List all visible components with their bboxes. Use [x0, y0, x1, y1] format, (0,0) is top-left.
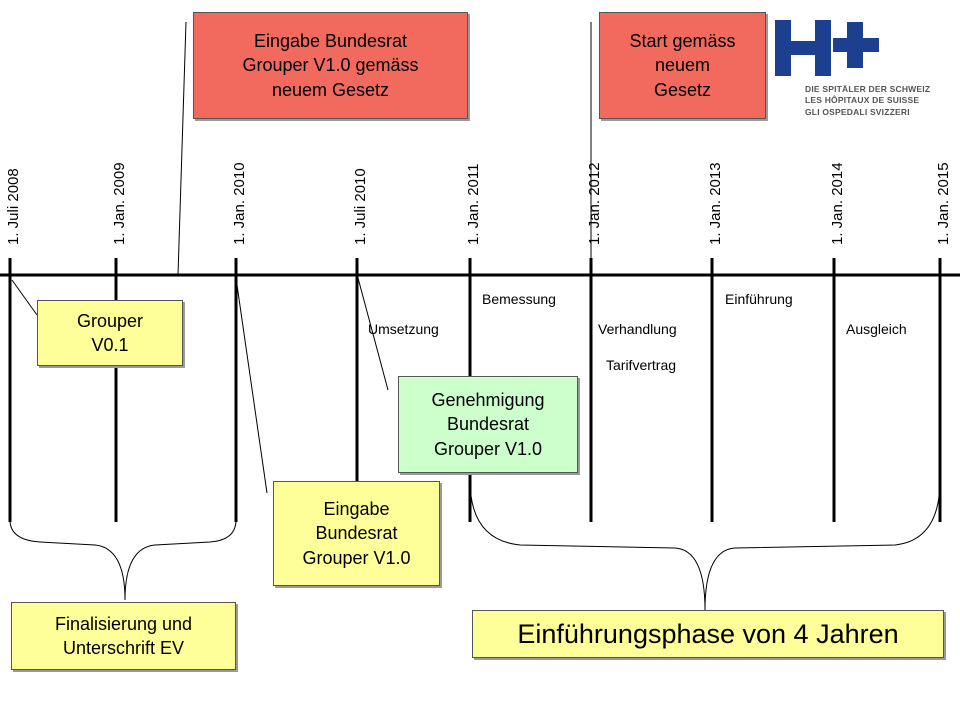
- phase-ausgleich: Ausgleich: [846, 321, 907, 337]
- callout-line: Grouper: [76, 310, 144, 331]
- callout-line: Unterschrift EV: [62, 638, 185, 658]
- h-plus-logo: [775, 20, 879, 76]
- phase-umsetzung: Umsetzung: [368, 321, 439, 337]
- date-label: 1. Jan. 2009: [111, 162, 128, 245]
- callout-line: Grouper V1.0: [433, 438, 543, 459]
- date-label: 1. Juli 2010: [352, 168, 369, 245]
- logo-text: DIE SPITÄLER DER SCHWEIZ LES HÔPITAUX DE…: [805, 84, 930, 118]
- date-label: 1. Jan. 2012: [586, 162, 603, 245]
- callout-line: neuem Gesetz: [271, 79, 390, 100]
- callout-line: Eingabe Bundesrat: [253, 31, 408, 52]
- logo-line: GLI OSPEDALI SVIZZERI: [805, 106, 910, 117]
- date-label: 1. Juli 2008: [5, 168, 22, 245]
- brace-left: [9, 519, 237, 601]
- connector-eingabe-neu: [177, 21, 187, 276]
- callout-line: Grouper V1.0 gemäss: [242, 55, 419, 76]
- callout-line: Bundesrat: [446, 414, 530, 435]
- phase-bemessung: Bemessung: [482, 291, 556, 307]
- callout-line: Genehmigung: [431, 390, 545, 411]
- callout-finalisierung: Finalisierung und Unterschrift EV: [11, 602, 236, 670]
- callout-line: Grouper V1.0: [302, 547, 411, 568]
- date-label: 1. Jan. 2015: [935, 162, 952, 245]
- connector-grouper-v01: [11, 279, 38, 316]
- callout-eingabe-neues-gesetz: Eingabe Bundesrat Grouper V1.0 gemäss ne…: [193, 12, 468, 119]
- callout-line: Start gemäss: [629, 31, 736, 52]
- logo-line: LES HÔPITAUX DE SUISSE: [805, 95, 920, 106]
- date-label: 1. Jan. 2013: [707, 162, 724, 245]
- logo-h-crossbar: [775, 41, 831, 55]
- connector-genehmigung: [357, 277, 389, 391]
- callout-grouper-v01: Grouper V0.1: [37, 300, 183, 366]
- phase-einfuehrung: Einführung: [725, 291, 793, 307]
- callout-start-neues-gesetz: Start gemäss neuem Gesetz: [599, 12, 766, 119]
- callout-genehmigung: Genehmigung Bundesrat Grouper V1.0: [398, 376, 578, 473]
- callout-line: Finalisierung und: [54, 613, 193, 634]
- callout-line: V0.1: [91, 335, 129, 355]
- callout-eingabe-v10: Eingabe Bundesrat Grouper V1.0: [273, 481, 440, 586]
- callout-line: Einführungsphase von 4 Jahren: [517, 618, 899, 649]
- callout-einfuehrungsphase: Einführungsphase von 4 Jahren: [472, 610, 944, 658]
- connector-eingabe-v10: [235, 277, 268, 494]
- logo-line: DIE SPITÄLER DER SCHWEIZ: [805, 84, 931, 94]
- date-label: 1. Jan. 2011: [465, 163, 482, 245]
- callout-line: Eingabe: [323, 499, 390, 520]
- logo-plus-horizontal: [833, 38, 879, 52]
- date-label: 1. Jan. 2014: [829, 162, 846, 245]
- phase-tarifvertrag: Tarifvertrag: [606, 357, 677, 373]
- brace-right: [469, 479, 941, 611]
- callout-line: neuem: [654, 55, 711, 76]
- phase-verhandlung: Verhandlung: [598, 321, 677, 337]
- callout-line: Bundesrat: [315, 523, 398, 544]
- callout-line: Gesetz: [653, 79, 711, 100]
- date-label: 1. Jan. 2010: [231, 162, 248, 245]
